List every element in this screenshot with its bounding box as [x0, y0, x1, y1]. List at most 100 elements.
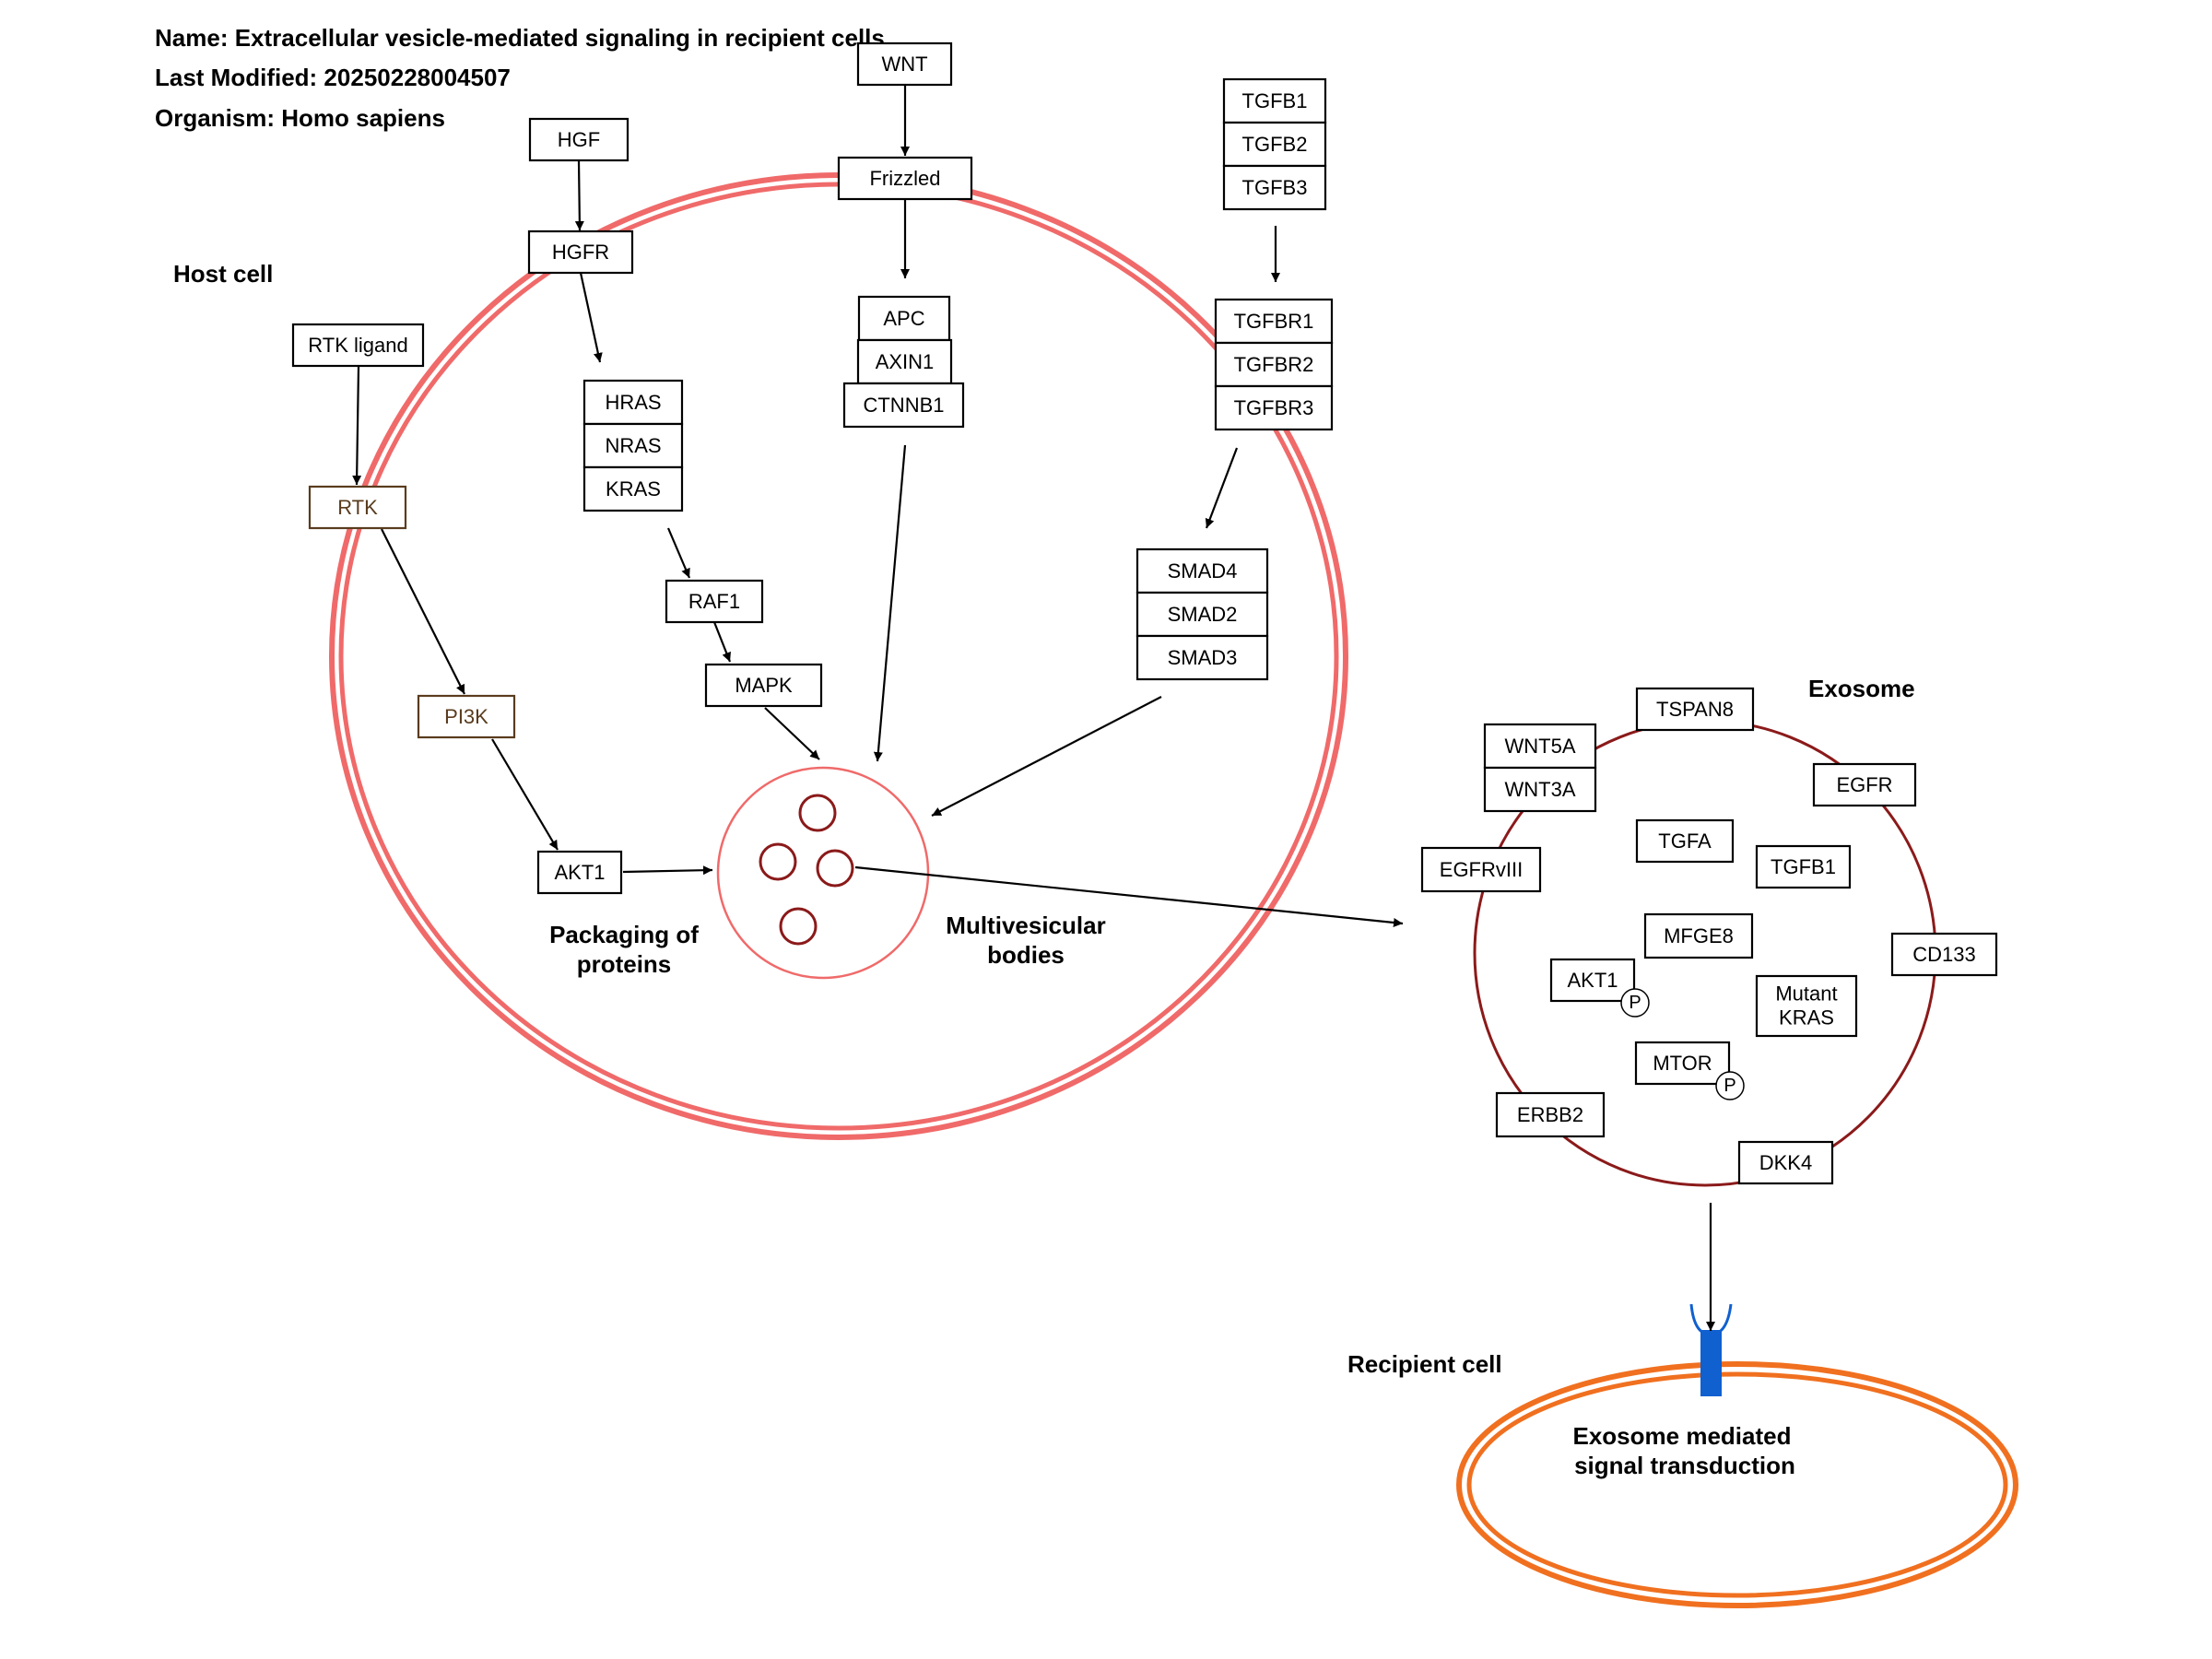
node-apc-label: APC	[883, 307, 924, 330]
node-exo-egfr-label: EGFR	[1836, 773, 1892, 796]
vesicle	[798, 794, 837, 832]
node-exo-dkk4[interactable]: DKK4	[1737, 1140, 1834, 1185]
node-tgfbr2-label: TGFBR2	[1234, 353, 1314, 376]
node-exo-mfge8-label: MFGE8	[1664, 924, 1734, 947]
node-hras-label: HRAS	[605, 391, 661, 414]
node-mapk-label: MAPK	[735, 674, 793, 697]
node-exo-wnt3a[interactable]: WNT3A	[1483, 766, 1597, 813]
edge-ras-raf1	[666, 527, 691, 579]
node-tgfb3[interactable]: TGFB3	[1222, 164, 1327, 211]
node-tgfbr2[interactable]: TGFBR2	[1214, 341, 1334, 388]
node-wnt[interactable]: WNT	[856, 41, 953, 87]
node-pi3k-label: PI3K	[444, 705, 488, 728]
node-smad4-label: SMAD4	[1168, 559, 1238, 582]
phospho-badge-akt1: P	[1620, 988, 1650, 1018]
packaging-label-line2: proteins	[577, 950, 672, 978]
edge-raf1-mapk	[712, 621, 732, 663]
node-pi3k[interactable]: PI3K	[417, 694, 516, 739]
edge-tgfbr-smad	[1205, 447, 1239, 529]
transduction-label-line2: signal transduction	[1574, 1452, 1795, 1479]
edge-pi3k-akt1	[491, 738, 559, 851]
node-tgfbr3[interactable]: TGFBR3	[1214, 384, 1334, 431]
edge-hgfr-ras	[579, 272, 603, 363]
multivesicular-body	[716, 766, 930, 980]
node-axin1[interactable]: AXIN1	[856, 338, 953, 385]
node-raf1[interactable]: RAF1	[665, 579, 764, 624]
node-exo-erbb2[interactable]: ERBB2	[1495, 1091, 1606, 1138]
node-mapk[interactable]: MAPK	[704, 663, 823, 708]
node-rtk-label: RTK	[337, 496, 378, 519]
edge-ctnnb1-mvb	[873, 444, 907, 762]
node-akt1[interactable]: AKT1	[536, 850, 623, 895]
transduction-label-line1: Exosome mediated	[1573, 1422, 1792, 1450]
node-exo-tgfb1[interactable]: TGFB1	[1755, 844, 1852, 889]
node-exo-erbb2-label: ERBB2	[1517, 1103, 1583, 1126]
node-exo-mtor-label: MTOR	[1653, 1052, 1712, 1075]
node-nras-label: NRAS	[605, 434, 661, 457]
node-wnt-label: WNT	[881, 53, 927, 76]
node-exo-mtor[interactable]: MTOR	[1634, 1041, 1731, 1086]
exosome-label: Exosome	[1808, 675, 1915, 702]
phospho-badge-akt1-label: P	[1629, 993, 1641, 1013]
node-ctnnb1[interactable]: CTNNB1	[842, 382, 965, 429]
host-cell-label: Host cell	[173, 260, 273, 288]
node-exo-cd133-label: CD133	[1912, 943, 1975, 966]
node-exo-egfrviii[interactable]: EGFRvIII	[1420, 846, 1542, 893]
vesicle	[816, 849, 854, 888]
node-exo-cd133[interactable]: CD133	[1890, 932, 1998, 977]
packaging-label-line1: Packaging of	[549, 921, 699, 948]
edge-hgf-hgfr	[574, 160, 584, 231]
vesicle	[779, 907, 818, 946]
node-smad4[interactable]: SMAD4	[1135, 547, 1269, 594]
organism: Organism: Homo sapiens	[155, 104, 445, 132]
edge-mvb-exosome	[854, 865, 1404, 927]
node-exo-akt1[interactable]: AKT1	[1549, 958, 1636, 1003]
node-hgf[interactable]: HGF	[528, 117, 629, 162]
node-rtk-ligand[interactable]: RTK ligand	[291, 323, 425, 368]
diagram-header: Name: Extracellular vesicle-mediated sig…	[155, 24, 885, 132]
node-tgfb2-label: TGFB2	[1242, 133, 1308, 156]
node-tgfb1[interactable]: TGFB1	[1222, 77, 1327, 124]
node-tgfbr1-label: TGFBR1	[1234, 310, 1314, 333]
node-exo-mfge8[interactable]: MFGE8	[1643, 912, 1754, 959]
node-exo-akt1-label: AKT1	[1567, 969, 1618, 992]
node-exo-tspan8-label: TSPAN8	[1656, 698, 1734, 721]
node-rtk[interactable]: RTK	[308, 485, 407, 530]
node-kras-label: KRAS	[606, 477, 661, 500]
edge-mapk-mvb	[764, 707, 820, 760]
node-frizzled-label: Frizzled	[869, 167, 940, 190]
node-exo-wnt5a[interactable]: WNT5A	[1483, 723, 1597, 770]
node-exo-tgfa[interactable]: TGFA	[1635, 818, 1735, 864]
node-ctnnb1-label: CTNNB1	[863, 394, 944, 417]
node-tgfb1-label: TGFB1	[1242, 89, 1308, 112]
node-tgfbr1[interactable]: TGFBR1	[1214, 298, 1334, 345]
node-smad3[interactable]: SMAD3	[1135, 634, 1269, 681]
node-raf1-label: RAF1	[688, 590, 740, 613]
node-apc[interactable]: APC	[857, 295, 951, 342]
node-frizzled[interactable]: Frizzled	[837, 156, 973, 201]
node-smad2-label: SMAD2	[1168, 603, 1238, 626]
node-hgfr[interactable]: HGFR	[527, 229, 634, 275]
node-kras[interactable]: KRAS	[582, 465, 684, 512]
node-axin1-label: AXIN1	[876, 350, 935, 373]
node-exo-tspan8[interactable]: TSPAN8	[1635, 687, 1755, 732]
exosome-receptor	[1689, 1303, 1733, 1396]
node-hgfr-label: HGFR	[552, 241, 609, 264]
exosome-cargo-nodes: TSPAN8 WNT5A WNT3A EGFR TGFA TGFB1 EGFRv…	[1420, 687, 1998, 1185]
node-smad2[interactable]: SMAD2	[1135, 591, 1269, 638]
diagram-name: Name: Extracellular vesicle-mediated sig…	[155, 24, 885, 52]
node-exo-dkk4-label: DKK4	[1759, 1151, 1812, 1174]
node-hras[interactable]: HRAS	[582, 379, 684, 426]
node-exo-wnt3a-label: WNT3A	[1505, 778, 1576, 801]
mvb-label-line2: bodies	[987, 941, 1065, 969]
recipient-cell-membrane	[1456, 1361, 2018, 1608]
node-rtk-ligand-label: RTK ligand	[308, 334, 407, 357]
edge-rtkligand-rtk	[352, 366, 362, 486]
edge-akt1-mvb	[622, 865, 713, 876]
node-nras[interactable]: NRAS	[582, 422, 684, 469]
node-tgfb2[interactable]: TGFB2	[1222, 121, 1327, 168]
vesicle	[759, 842, 797, 881]
node-exo-mutant-kras[interactable]: Mutant KRAS	[1755, 974, 1858, 1038]
node-exo-egfr[interactable]: EGFR	[1812, 762, 1917, 807]
node-exo-tgfb1-label: TGFB1	[1771, 855, 1836, 878]
